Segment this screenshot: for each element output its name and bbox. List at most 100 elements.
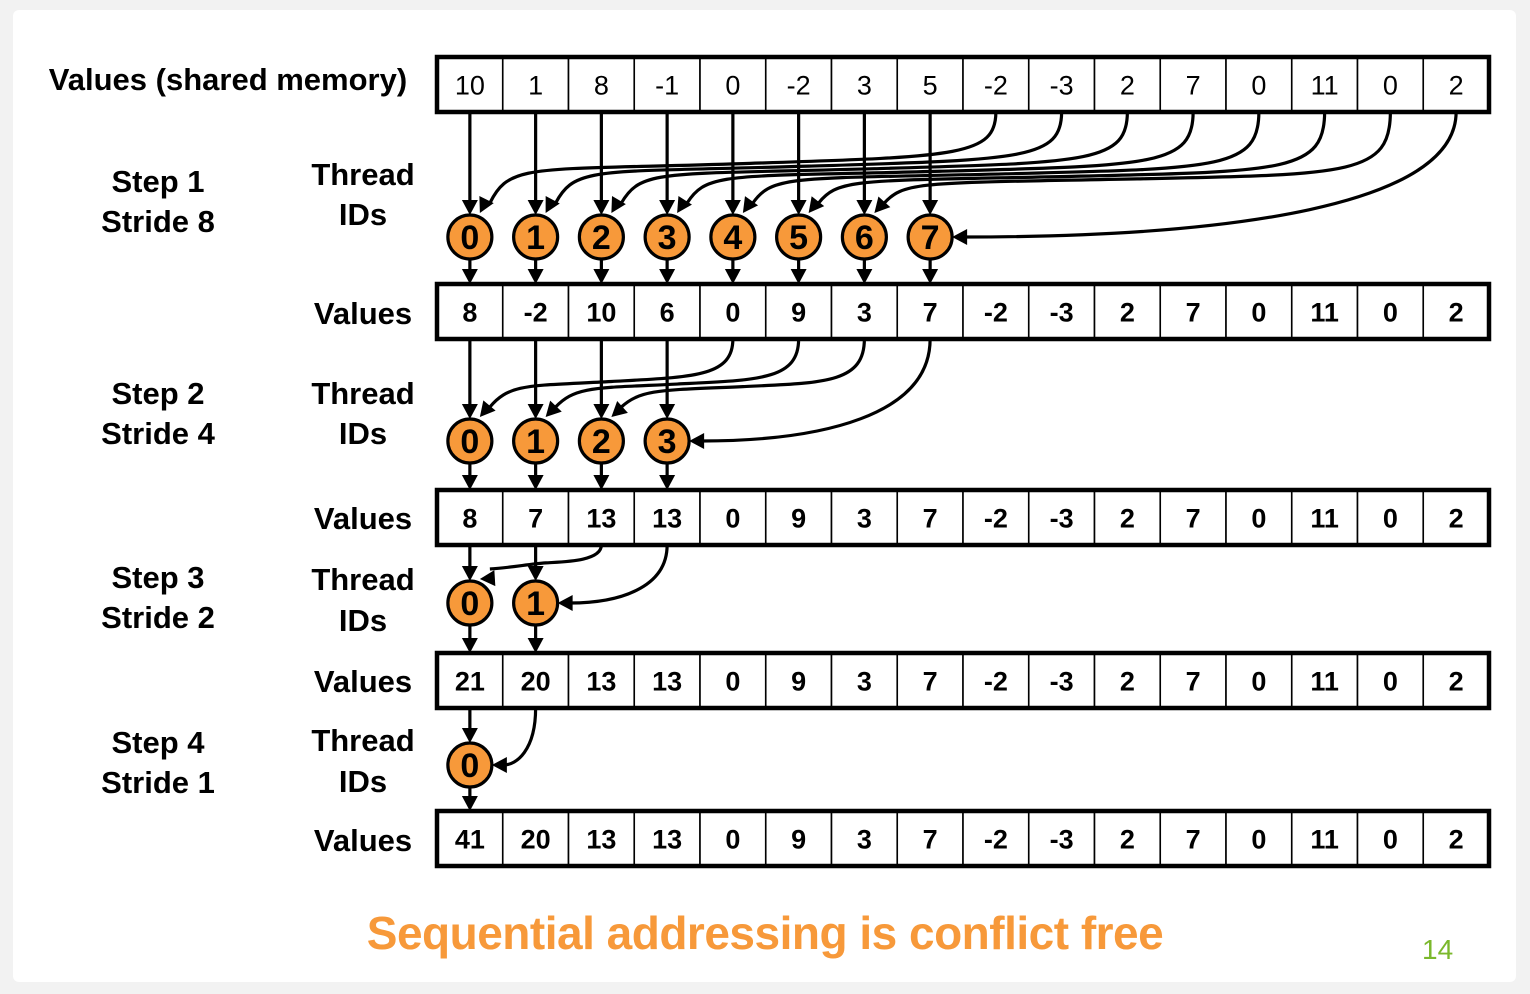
cell-value: -3: [1050, 825, 1074, 855]
arrow-straight: [461, 112, 478, 215]
thread-label-3b: IDs: [339, 603, 387, 638]
cell-value: 1: [528, 71, 543, 101]
arrowhead: [611, 401, 628, 417]
arrow-curved: [479, 338, 735, 417]
array-cell: [1225, 652, 1293, 709]
values-label-4: Values: [314, 823, 412, 858]
array-cell: [962, 810, 1030, 867]
array-cell: [764, 810, 833, 867]
array-cell: [436, 810, 504, 867]
cell-value: 8: [462, 504, 477, 534]
cell-value: 8: [462, 298, 477, 328]
cell-value: -3: [1050, 298, 1074, 328]
arrow-straight: [856, 112, 873, 215]
arrow-straight: [527, 463, 544, 490]
cell-value: 7: [528, 504, 543, 534]
cell-value: 7: [1186, 504, 1201, 534]
arrowhead: [874, 196, 891, 213]
array-cell: [699, 489, 767, 546]
cell-value: 2: [1120, 667, 1135, 697]
thread-id-label: 0: [460, 219, 479, 257]
thread-id-label: 4: [723, 219, 742, 257]
arrow-curved: [611, 338, 866, 417]
arrow-straight: [659, 259, 676, 284]
arrowhead: [659, 404, 676, 419]
array-cell: [633, 56, 701, 113]
arrowhead: [593, 200, 610, 215]
cell-value: 0: [725, 298, 740, 328]
cell-value: 2: [1120, 298, 1135, 328]
arrowhead: [491, 757, 507, 773]
array-cell: [1027, 810, 1096, 867]
thread-label-4a: Thread: [311, 723, 414, 758]
cell-value: -2: [984, 504, 1008, 534]
thread-id-node: 1: [512, 579, 560, 627]
cell-value: -1: [655, 71, 679, 101]
array-cell: [1356, 652, 1425, 709]
thread-label-3a: Thread: [311, 562, 414, 597]
thread-id-node: 1: [512, 417, 560, 465]
arrow-straight: [856, 259, 873, 284]
cell-value: 0: [725, 504, 740, 534]
cell-value: 7: [1186, 825, 1201, 855]
cell-value: 2: [1449, 298, 1464, 328]
arrow-straight: [724, 112, 741, 215]
arrowhead: [461, 796, 478, 811]
arrow-straight: [461, 545, 478, 581]
cell-value: 0: [725, 825, 740, 855]
cell-value: 0: [1383, 504, 1398, 534]
arrow-straight: [593, 339, 610, 419]
arrowhead: [593, 269, 610, 284]
cell-value: 0: [1251, 667, 1266, 697]
cell-value: 13: [652, 825, 682, 855]
thread-id-node: 4: [709, 213, 757, 261]
thread-id-label: 0: [460, 747, 479, 785]
array-border: [434, 487, 1492, 548]
cell-value: 9: [791, 667, 806, 697]
cell-value: 0: [1383, 825, 1398, 855]
cell-value: 2: [1120, 71, 1135, 101]
array-cell: [962, 652, 1030, 709]
values-label-1: Values: [314, 296, 412, 331]
arrow-layer: [461, 111, 1458, 811]
cell-value: 13: [652, 504, 682, 534]
array-cell: [501, 283, 570, 340]
cell-value: 0: [1251, 825, 1266, 855]
cell-value: 2: [1449, 825, 1464, 855]
thread-id-label: 7: [921, 219, 940, 257]
thread-label-2b: IDs: [339, 416, 387, 451]
array-cell: [1356, 56, 1425, 113]
cell-value: -2: [984, 298, 1008, 328]
array-border: [434, 281, 1492, 342]
arrowhead: [527, 269, 544, 284]
arrow-curved: [545, 338, 801, 417]
thread-id-node: 5: [775, 213, 823, 261]
arrow-curved: [491, 707, 538, 773]
cell-value: 0: [1251, 298, 1266, 328]
thread-id-node: 7: [906, 213, 954, 261]
cell-value: 9: [791, 504, 806, 534]
array-cell: [633, 810, 701, 867]
cell-value: 11: [1310, 825, 1339, 855]
array-cell: [962, 489, 1030, 546]
cell-value: 7: [923, 298, 938, 328]
arrow-curved: [952, 111, 1458, 245]
cell-value: 21: [455, 667, 485, 697]
cell-value: 20: [521, 667, 551, 697]
thread-id-label: 6: [855, 219, 874, 257]
arrow-straight: [659, 112, 676, 215]
arrowhead: [790, 200, 807, 215]
arrow-curved: [479, 111, 998, 213]
arrowhead: [461, 728, 478, 743]
array-cell: [1159, 56, 1227, 113]
cell-value: 10: [586, 298, 616, 328]
arrow-straight: [461, 708, 478, 743]
arrow-curved: [611, 111, 1129, 213]
stride-2-label: Stride 4: [101, 416, 215, 451]
cell-value: 0: [1251, 71, 1266, 101]
arrowhead: [545, 400, 562, 417]
cell-value: 3: [857, 298, 872, 328]
